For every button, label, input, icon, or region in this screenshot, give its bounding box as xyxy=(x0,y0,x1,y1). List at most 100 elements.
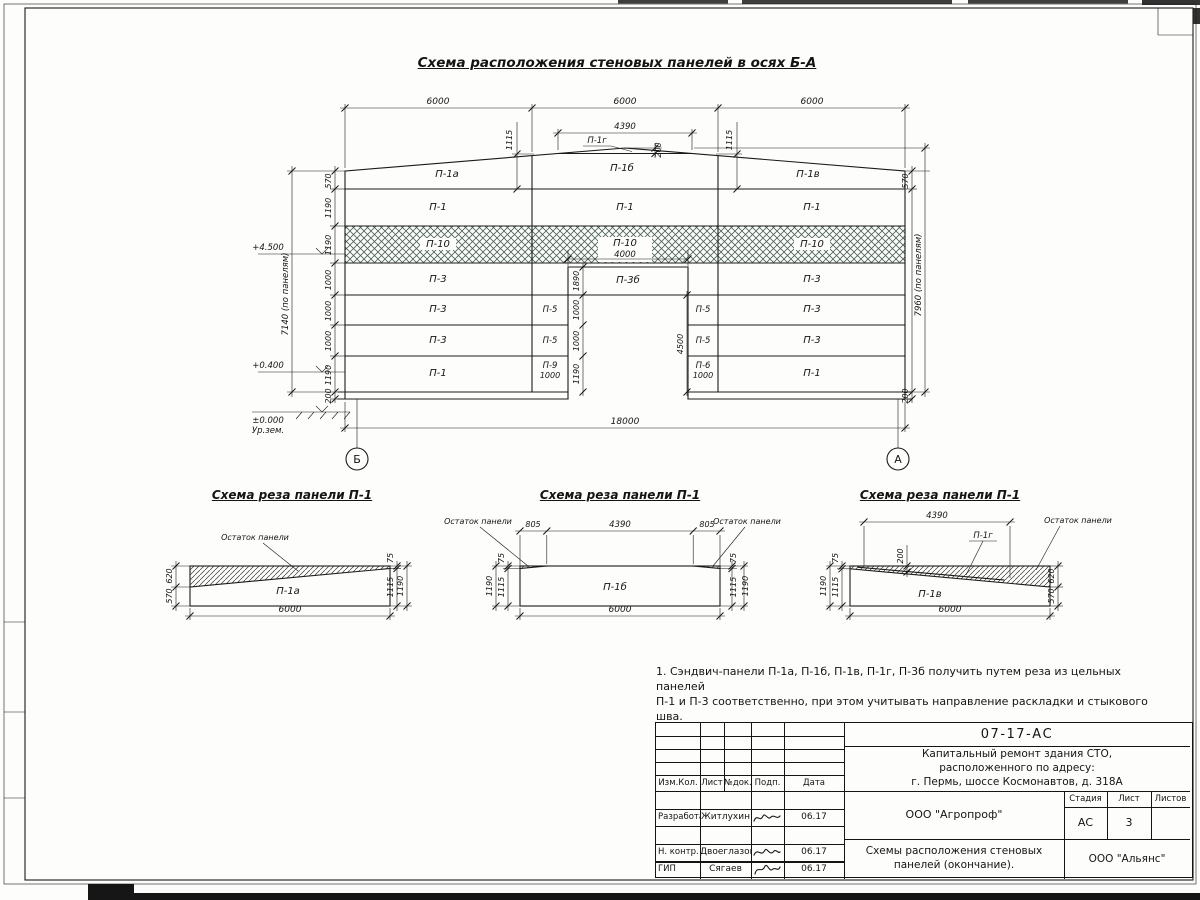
tb-line xyxy=(1064,807,1190,809)
project-line: расположенного по адресу: xyxy=(939,762,1095,774)
dim-label: 7140 (по панелям) xyxy=(281,253,291,336)
dim-label: 570 xyxy=(324,173,333,188)
tb-date: 06.17 xyxy=(801,846,827,857)
remainder-label: Остаток панели xyxy=(1044,516,1112,525)
tb-line xyxy=(656,736,844,738)
tb-line xyxy=(1064,791,1066,879)
dim-label: 570 xyxy=(901,173,910,188)
tb-col-doc: №док. xyxy=(724,778,751,788)
panel-label: П-1 xyxy=(803,202,821,213)
signature xyxy=(754,864,781,875)
tb-line xyxy=(656,775,844,777)
panel-label: П-1б xyxy=(603,581,627,593)
dim-label: 1000 xyxy=(324,331,333,351)
org-name: ООО "Агропроф" xyxy=(905,808,1003,821)
detail-outline xyxy=(189,565,391,607)
tb-role: Н. контр. xyxy=(658,846,699,857)
tb-col-izm: Изм.Кол. xyxy=(658,778,698,788)
tb-col-sign: Подп. xyxy=(754,778,781,788)
panel-label: П-10 xyxy=(613,238,637,249)
tb-line xyxy=(844,839,1190,841)
sheet-label: Лист xyxy=(1118,794,1140,804)
dim-label: 200 xyxy=(896,548,905,563)
panel-label: П-5 xyxy=(696,336,711,346)
ground-level-label: Ур.зем. xyxy=(252,426,284,436)
panel-label: П-3 xyxy=(803,274,821,285)
project-line: Капитальный ремонт здания СТО, xyxy=(921,748,1113,760)
panel-label: П-10 xyxy=(800,239,824,250)
tb-name: Житлухин xyxy=(701,811,750,822)
tb-line xyxy=(656,843,844,845)
scan-artifact xyxy=(88,0,1200,900)
dim-label: 6000 xyxy=(279,605,302,615)
dim-label: 1115 xyxy=(505,130,514,150)
tb-date: 06.17 xyxy=(801,864,827,875)
dim-label: 4000 xyxy=(614,250,636,260)
detail-title-2: Схема реза панели П-1 xyxy=(539,488,701,502)
level-mark-label: +4.500 xyxy=(252,243,283,253)
panel-label: П-5 xyxy=(543,305,558,315)
axis-label: Б xyxy=(353,453,361,466)
dim-label: 1000 xyxy=(572,331,581,351)
panel-label: П-1 xyxy=(616,202,634,213)
dim-label: 1190 xyxy=(324,365,333,385)
tb-line xyxy=(656,826,844,828)
dim-label: 6000 xyxy=(801,97,824,107)
axis-bubble-right xyxy=(886,447,910,471)
detail-p1v: 4390 200 П-1г Остаток панели П-1в 75 111… xyxy=(819,511,1112,620)
tb-line xyxy=(656,791,1190,793)
dim-label: 1115 xyxy=(386,577,395,597)
tb-col-list: Лист xyxy=(701,778,723,788)
main-elevation: Б А 6000 6000 6000 4390 1115 1115 200 П-… xyxy=(252,97,930,471)
dim-label: 1000 xyxy=(324,301,333,321)
dim-label: 1115 xyxy=(831,577,840,597)
panel-label: П-10 xyxy=(426,239,450,250)
main-dimension-lines xyxy=(252,104,930,448)
panel-label: П-9 xyxy=(543,361,558,371)
dim-label: 75 xyxy=(729,553,738,563)
panel-label: П-3 xyxy=(803,335,821,346)
stage-label: Стадия xyxy=(1069,794,1102,804)
dim-label: 1190 xyxy=(324,198,333,218)
label-mask xyxy=(598,237,652,262)
title-block: 07-17-АС Капитальный ремонт здания СТО, … xyxy=(655,722,1193,879)
panel-label: П-1б xyxy=(610,162,634,174)
dim-label: 1000 xyxy=(693,371,713,380)
tb-name: Двоеглазов xyxy=(700,846,751,857)
panel-label: П-1 xyxy=(429,202,447,213)
dim-label: 200 xyxy=(901,388,910,403)
dim-label: 1890 xyxy=(572,271,581,291)
dim-label: 75 xyxy=(497,553,506,563)
detail-outline xyxy=(849,565,1051,607)
dim-label: 620 xyxy=(165,568,174,583)
dim-label: 200 xyxy=(654,142,663,157)
dim-label: 1190 xyxy=(485,576,494,596)
panel-label: П-1а xyxy=(276,586,300,597)
dim-label: 570 xyxy=(1047,588,1056,603)
label-mask xyxy=(794,238,830,250)
panel-label: П-5 xyxy=(696,305,711,315)
panel-label: П-3б xyxy=(616,274,640,286)
remainder-label: Остаток панели xyxy=(444,517,512,526)
note-line-1: 1. Сэндвич-панели П-1а, П-1б, П-1в, П-1г… xyxy=(656,665,1122,693)
panel-label: П-1в xyxy=(796,169,819,180)
axis-bubble-left xyxy=(345,447,369,471)
tb-name: Сягаев xyxy=(709,864,742,875)
tb-line xyxy=(656,808,844,810)
general-note: 1. Сэндвич-панели П-1а, П-1б, П-1в, П-1г… xyxy=(656,664,1164,724)
tb-role: Разработал xyxy=(658,811,700,822)
dim-label: 200 xyxy=(324,388,333,403)
dim-label: 1190 xyxy=(572,364,581,384)
doc-title-line: Схемы расположения стеновых xyxy=(865,845,1043,857)
dim-label: 1115 xyxy=(497,577,506,597)
dim-label: 1115 xyxy=(725,130,734,150)
panel-label: П-3 xyxy=(803,304,821,315)
label-mask xyxy=(420,238,456,250)
detail-outline xyxy=(519,565,721,607)
panel-label: П-3 xyxy=(429,274,447,285)
tb-line xyxy=(784,723,786,879)
tb-line xyxy=(656,749,844,751)
remainder-label: Остаток панели xyxy=(221,533,289,542)
